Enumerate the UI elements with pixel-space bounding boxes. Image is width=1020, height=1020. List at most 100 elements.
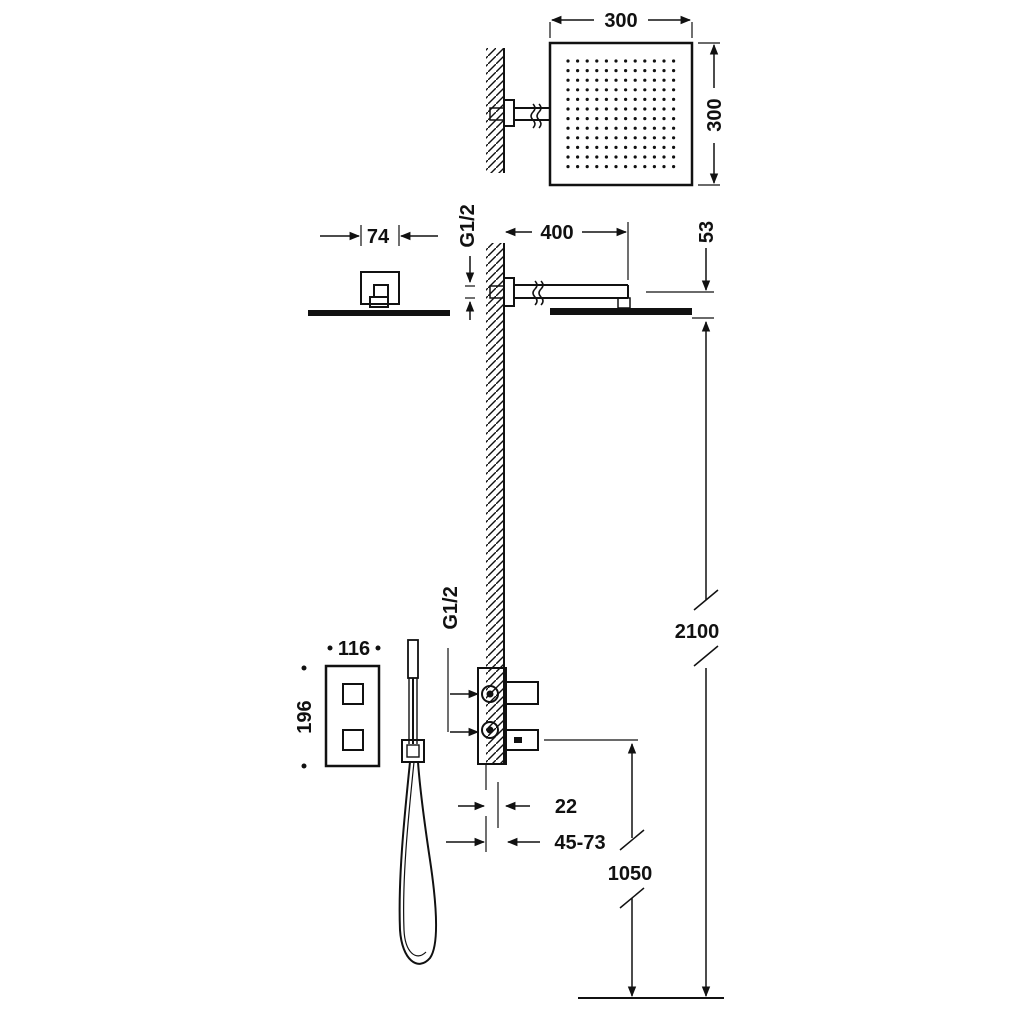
nozzle-dot <box>566 126 570 130</box>
ceiling-mount-side-view: 74 <box>308 225 450 316</box>
nozzle-dot <box>604 97 609 101</box>
nozzle-dot <box>643 165 647 169</box>
nozzle-dot <box>672 136 676 140</box>
nozzle-dot <box>595 88 599 92</box>
nozzle-dot <box>662 136 666 140</box>
nozzle-dot <box>585 145 589 149</box>
nozzle-dot <box>576 69 580 73</box>
nozzle-dot <box>604 165 609 169</box>
nozzle-dot <box>576 145 580 149</box>
dim-control-plate-width: 116 <box>338 638 370 660</box>
nozzle-dot <box>633 69 637 73</box>
nozzle-dot <box>652 155 657 159</box>
dim-ceiling-base-width: 74 <box>367 226 390 248</box>
nozzle-dot <box>633 136 637 140</box>
dim-wall-depth-min: 22 <box>555 796 577 818</box>
nozzle-dot <box>633 59 637 63</box>
control-plate <box>324 664 381 768</box>
dim-arm-length: 400 <box>540 222 573 244</box>
nozzle-dot <box>672 165 676 169</box>
nozzle-dot <box>604 145 609 149</box>
nozzle-dot <box>614 155 618 159</box>
nozzle-dot <box>662 107 666 111</box>
nozzle-dot <box>595 117 599 121</box>
dim-outlet-height: 2100 <box>675 621 720 643</box>
nozzle-dot <box>652 126 657 130</box>
nozzle-dot <box>604 155 609 159</box>
nozzle-dot <box>672 155 676 159</box>
nozzle-dot <box>585 69 589 73</box>
nozzle-dot <box>576 117 580 121</box>
nozzle-dot <box>604 126 609 130</box>
nozzle-dot <box>652 59 657 63</box>
nozzle-dot <box>633 97 637 101</box>
dim-rain-head-depth: 300 <box>704 98 726 131</box>
nozzle-dot <box>643 117 647 121</box>
nozzle-dot <box>585 97 589 101</box>
nozzle-dot <box>576 126 580 130</box>
nozzle-dot <box>643 136 647 140</box>
nozzle-dot <box>585 107 589 111</box>
nozzle-dot <box>672 78 676 82</box>
nozzle-dot <box>633 126 637 130</box>
rain-head-side-left <box>308 310 450 316</box>
hand-shower-head <box>407 639 419 679</box>
nozzle-dot <box>633 117 637 121</box>
nozzle-dot <box>614 126 618 130</box>
hand-shower <box>398 639 438 965</box>
nozzle-dot <box>595 155 599 159</box>
nozzle-dot <box>652 78 657 82</box>
nozzle-dot <box>624 107 628 111</box>
nozzle-dot <box>624 78 628 82</box>
nozzle-dot <box>672 126 676 130</box>
nozzle-dot <box>662 126 666 130</box>
nozzle-dot <box>585 78 589 82</box>
nozzle-dot <box>566 136 570 140</box>
nozzle-dot <box>662 88 666 92</box>
nozzle-dot <box>652 136 657 140</box>
nozzle-dot <box>614 117 618 121</box>
nozzle-dot <box>614 107 618 111</box>
nozzle-dot <box>595 165 599 169</box>
nozzle-dot <box>566 78 570 82</box>
nozzle-dot <box>585 165 589 169</box>
nozzle-dot <box>576 97 580 101</box>
nozzle-dot <box>633 155 637 159</box>
nozzle-dot <box>566 97 570 101</box>
nozzle-dot <box>672 69 676 73</box>
nozzle-dot <box>566 117 570 121</box>
dim-valve-height: 1050 <box>608 863 653 885</box>
dim-arm-height: 53 <box>696 221 718 243</box>
nozzle-dot <box>662 97 666 101</box>
nozzle-dot <box>643 145 647 149</box>
hand-shower-holder <box>401 739 425 763</box>
nozzle-dot <box>624 165 628 169</box>
arm-top <box>489 107 505 121</box>
wall-hatch-main <box>486 243 504 765</box>
nozzle-dot <box>595 69 599 73</box>
nozzle-dot <box>614 69 618 73</box>
nozzle-dot <box>604 69 609 73</box>
nozzle-dot <box>566 59 570 63</box>
nozzle-dot <box>633 107 637 111</box>
nozzle-dot <box>662 59 666 63</box>
nozzle-dot <box>633 145 637 149</box>
nozzle-dot <box>595 59 599 63</box>
wall-flange-side <box>503 277 515 307</box>
control-plate-front-view: 116 196 <box>294 638 381 769</box>
nozzle-dot <box>643 69 647 73</box>
nozzle-dot <box>585 136 589 140</box>
nozzle-dot <box>614 88 618 92</box>
nozzle-dot <box>595 145 599 149</box>
nozzle-dot <box>614 145 618 149</box>
dim-rain-head-width: 300 <box>604 10 637 32</box>
rain-head-square <box>548 41 694 187</box>
nozzle-dot <box>585 117 589 121</box>
nozzle-dot <box>652 97 657 101</box>
nozzle-dot <box>643 126 647 130</box>
nozzle-dot <box>672 59 676 63</box>
nozzle-dot <box>643 88 647 92</box>
nozzle-dot <box>614 78 618 82</box>
nozzle-dot <box>566 88 570 92</box>
